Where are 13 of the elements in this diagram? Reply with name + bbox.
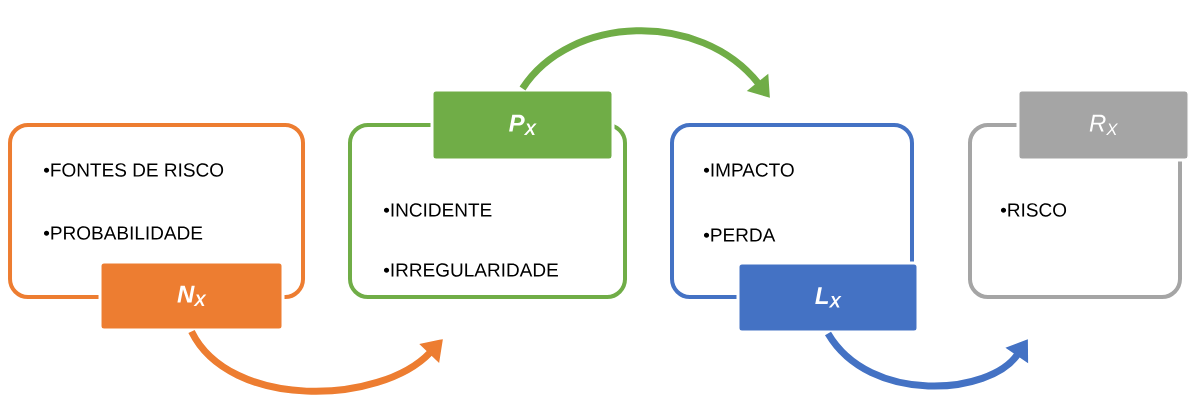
bullet-item: •PROBABILIDADE — [43, 226, 203, 240]
label-tab: N$_{X}$ — [98, 260, 285, 332]
curved-arrow — [188, 329, 443, 395]
bullet-item: •IMPACTO — [703, 163, 794, 177]
bullet-item: •FONTES DE RISCO — [43, 163, 224, 177]
bullet-item: •PERDA — [703, 228, 776, 242]
label-tab: L$_{X}$ — [736, 261, 920, 334]
curved-arrow — [825, 331, 1029, 390]
bullet-item: •IRREGULARIDADE — [383, 263, 558, 277]
bullet-item: •INCIDENTE — [383, 203, 492, 217]
bullet-item: •RISCO — [1000, 203, 1067, 217]
label-tab: R$_{X}$ — [1016, 88, 1189, 162]
label-tab: P$_{X}$ — [430, 88, 615, 162]
